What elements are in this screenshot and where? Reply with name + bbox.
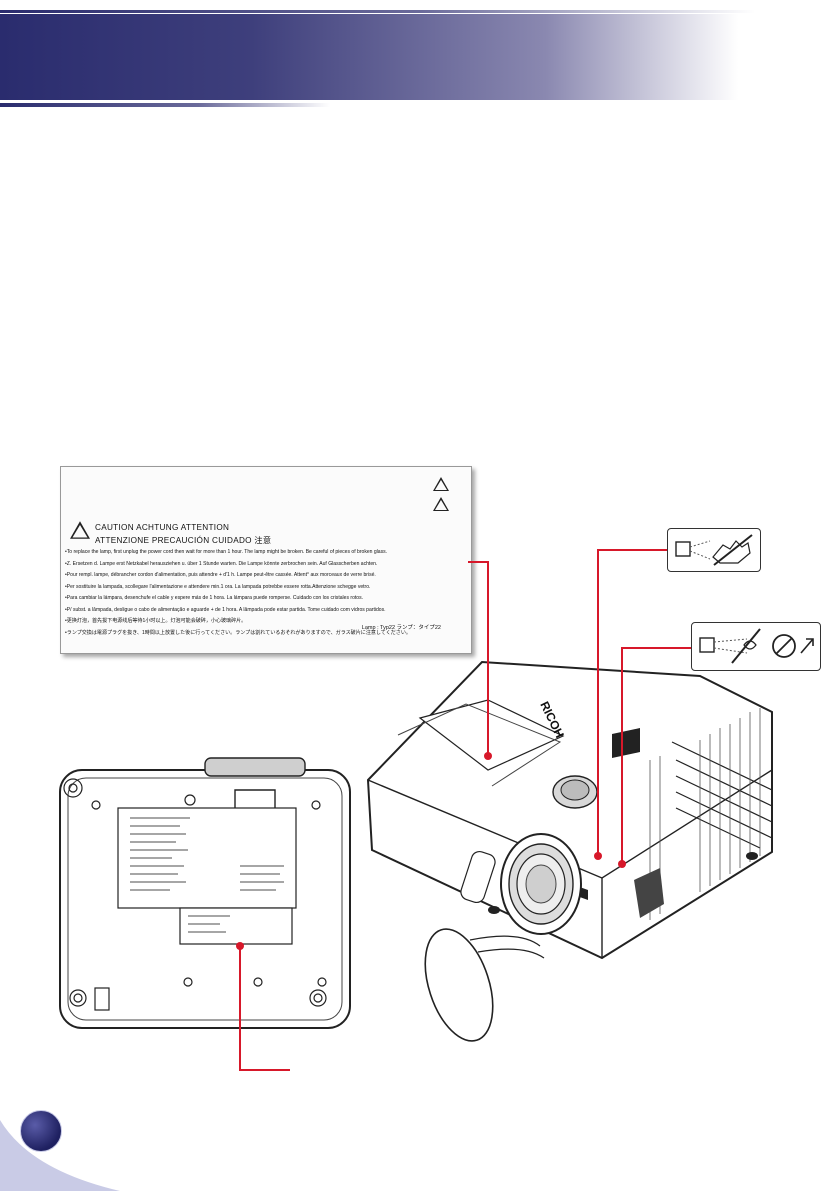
warning-line-es: •Para cambiar la lámpara, desenchufe el … xyxy=(65,595,364,601)
warning-line-de: •Z. Ersetzen d. Lampe erst Netzkabel her… xyxy=(65,560,378,567)
do-not-touch-lens-callout xyxy=(667,528,761,572)
warning-line-fr: •Pour rempl. lampe, débrancher cordon d'… xyxy=(65,572,376,578)
warning-line-it: •Per sostituire la lampada, scollegare l… xyxy=(65,583,371,590)
warning-text-block: •To replace the lamp, first unplug the p… xyxy=(65,547,465,639)
brand-logo: RICOH xyxy=(537,699,567,740)
do-not-look-into-lens-callout xyxy=(691,622,821,671)
bottom-label-leader-line xyxy=(239,946,290,1071)
label-callout-dot xyxy=(484,752,492,760)
hot-surface-warning-icon xyxy=(433,497,449,511)
lens-look-callout-dot xyxy=(618,860,626,868)
warning-line-pt: •P/ subst. a lâmpada, desligue o cabo de… xyxy=(65,606,386,613)
projector-bottom-view xyxy=(59,757,351,1029)
lens-touch-callout-dot xyxy=(594,852,602,860)
caution-triangle-icon xyxy=(70,521,90,539)
lens-touch-leader-line xyxy=(597,549,667,856)
lens-look-leader-line xyxy=(621,647,691,864)
warning-line-en: •To replace the lamp, first unplug the p… xyxy=(65,549,388,555)
header-bottom-rule xyxy=(0,103,330,107)
hand-over-lens-icon xyxy=(675,534,753,566)
warning-line-ja: •ランプ交換は電源プラグを抜き、1時間以上放置した後に行ってください。ランプは割… xyxy=(65,629,411,636)
eye-lens-prohibited-icon xyxy=(699,628,814,664)
bottom-label-callout-dot xyxy=(236,942,244,950)
warning-triangle-icon xyxy=(433,477,449,491)
projector-front-view: RICOH xyxy=(366,660,773,1042)
warning-line-zh: •更换灯泡，首先拔下电源线后等待1小时以上。灯泡可能会破碎，小心玻璃碎片。 xyxy=(65,618,247,624)
lamp-warning-label: CAUTION ACHTUNG ATTENTION ATTENZIONE PRE… xyxy=(60,466,472,654)
chapter-header-band xyxy=(0,14,839,100)
page-number-badge xyxy=(20,1110,62,1152)
caution-heading-2: ATTENZIONE PRECAUCIÓN CUIDADO 注意 xyxy=(95,536,272,545)
caution-heading-1: CAUTION ACHTUNG ATTENTION xyxy=(95,523,230,532)
lamp-type-text: Lamp : Typ22 ランプ：タイプ22 xyxy=(361,625,441,631)
header-top-rule xyxy=(0,10,839,13)
